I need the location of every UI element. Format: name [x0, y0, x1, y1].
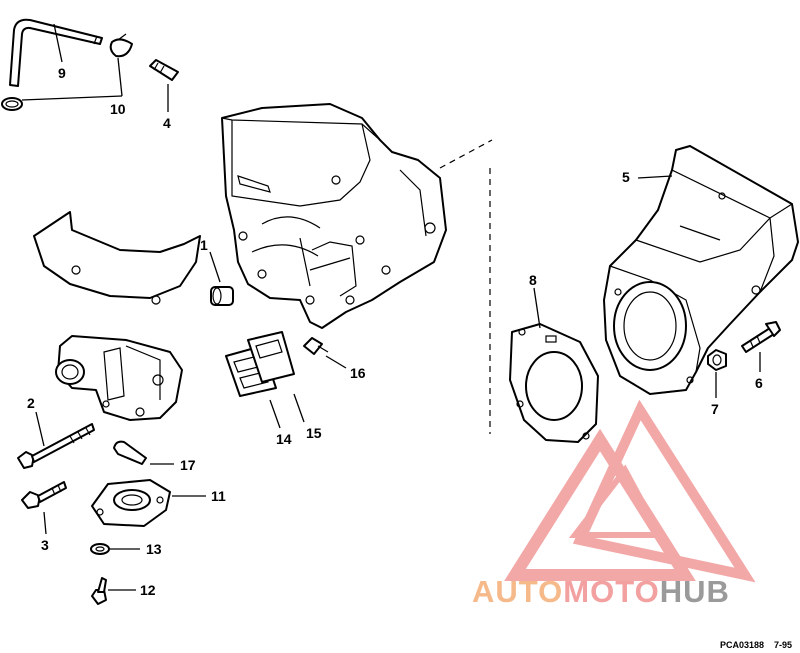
bolt-short-part	[21, 481, 67, 509]
housing-bolt-part	[741, 321, 781, 353]
callout-2: 2	[27, 395, 35, 411]
exhaust-housing-part	[603, 145, 799, 395]
gasket-part	[509, 323, 599, 443]
callout-17: 17	[180, 457, 196, 473]
callout-labels: 1 2 3 4 5 6 7 8 9 10 11 12 13 14 15 16 1…	[27, 65, 763, 598]
callout-6: 6	[755, 375, 763, 391]
alignment-line	[439, 139, 493, 169]
callout-1: 1	[200, 237, 208, 253]
drawing-date: 7-95	[774, 640, 792, 650]
callout-8: 8	[529, 272, 537, 288]
intake-assembly-part	[33, 211, 201, 421]
watermark-text: AUTOMOTOHUB	[472, 574, 730, 609]
callout-16: 16	[350, 365, 366, 381]
small-screw-part	[91, 577, 107, 605]
nut-part	[707, 349, 727, 371]
callout-7: 7	[711, 401, 719, 417]
watermark-auto: AUTO	[472, 574, 563, 609]
callout-9: 9	[58, 65, 66, 81]
watermark-logo-mark	[504, 399, 756, 583]
reed-plate-part	[225, 331, 295, 397]
pin-part	[113, 440, 147, 465]
leader-lines	[21, 23, 761, 591]
callout-14: 14	[276, 431, 292, 447]
watermark-hub: HUB	[660, 574, 730, 609]
stud-part	[149, 59, 179, 81]
crankcase-part	[221, 103, 447, 329]
callout-11: 11	[211, 488, 226, 504]
clamp-part	[1, 33, 133, 111]
callout-5: 5	[622, 169, 630, 185]
callout-15: 15	[306, 425, 322, 441]
callout-4: 4	[163, 115, 171, 131]
flange-part	[91, 479, 171, 527]
callout-13: 13	[146, 541, 162, 557]
bolt-part	[17, 423, 95, 469]
callout-3: 3	[41, 537, 49, 553]
callout-12: 12	[140, 582, 156, 598]
bushing-part	[210, 286, 234, 306]
callout-10: 10	[110, 101, 126, 117]
drawing-code: PCA03188	[720, 640, 764, 650]
watermark-moto: MOTO	[563, 574, 659, 609]
screw-part	[303, 337, 329, 355]
washer-part	[90, 543, 110, 555]
hose-part	[9, 18, 103, 87]
